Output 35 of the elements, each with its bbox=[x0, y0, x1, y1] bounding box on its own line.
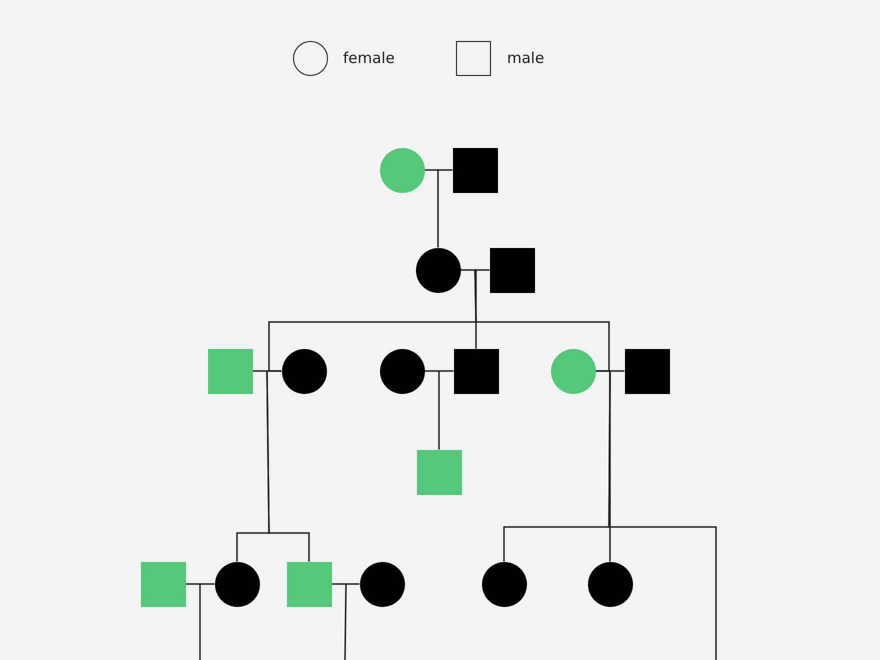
female-circle bbox=[380, 348, 424, 394]
pedigree-line bbox=[266, 371, 310, 562]
pedigree-line bbox=[252, 370, 282, 372]
legend-label: male bbox=[507, 48, 544, 68]
female-circle bbox=[214, 562, 260, 606]
pedigree-line bbox=[608, 371, 717, 660]
female-circle bbox=[588, 562, 632, 606]
pedigree-line bbox=[596, 370, 624, 372]
pedigree-line bbox=[332, 583, 360, 585]
female-circle bbox=[360, 562, 404, 606]
male-square bbox=[140, 562, 186, 606]
pedigree-line bbox=[474, 270, 610, 372]
pedigree-line bbox=[460, 269, 490, 271]
pedigree-line bbox=[344, 584, 347, 660]
pedigree-line bbox=[438, 371, 440, 450]
male-square bbox=[416, 450, 462, 494]
male-square bbox=[624, 348, 670, 394]
female-circle bbox=[380, 148, 424, 192]
female-circle bbox=[282, 348, 326, 394]
female-circle bbox=[416, 248, 460, 292]
pedigree-line bbox=[199, 584, 201, 660]
male-square bbox=[208, 348, 252, 394]
male-square bbox=[286, 562, 332, 606]
male-square bbox=[490, 248, 534, 292]
pedigree-line bbox=[424, 370, 454, 372]
female-circle bbox=[550, 348, 596, 394]
pedigree-line bbox=[186, 583, 214, 585]
pedigree-line bbox=[474, 269, 477, 348]
pedigree-line bbox=[437, 169, 440, 248]
pedigree-line bbox=[609, 371, 611, 562]
male-square bbox=[454, 348, 498, 394]
pedigree-line bbox=[424, 169, 452, 171]
female-circle bbox=[482, 562, 526, 606]
male-square bbox=[452, 148, 498, 192]
legend-label: female bbox=[343, 48, 395, 68]
